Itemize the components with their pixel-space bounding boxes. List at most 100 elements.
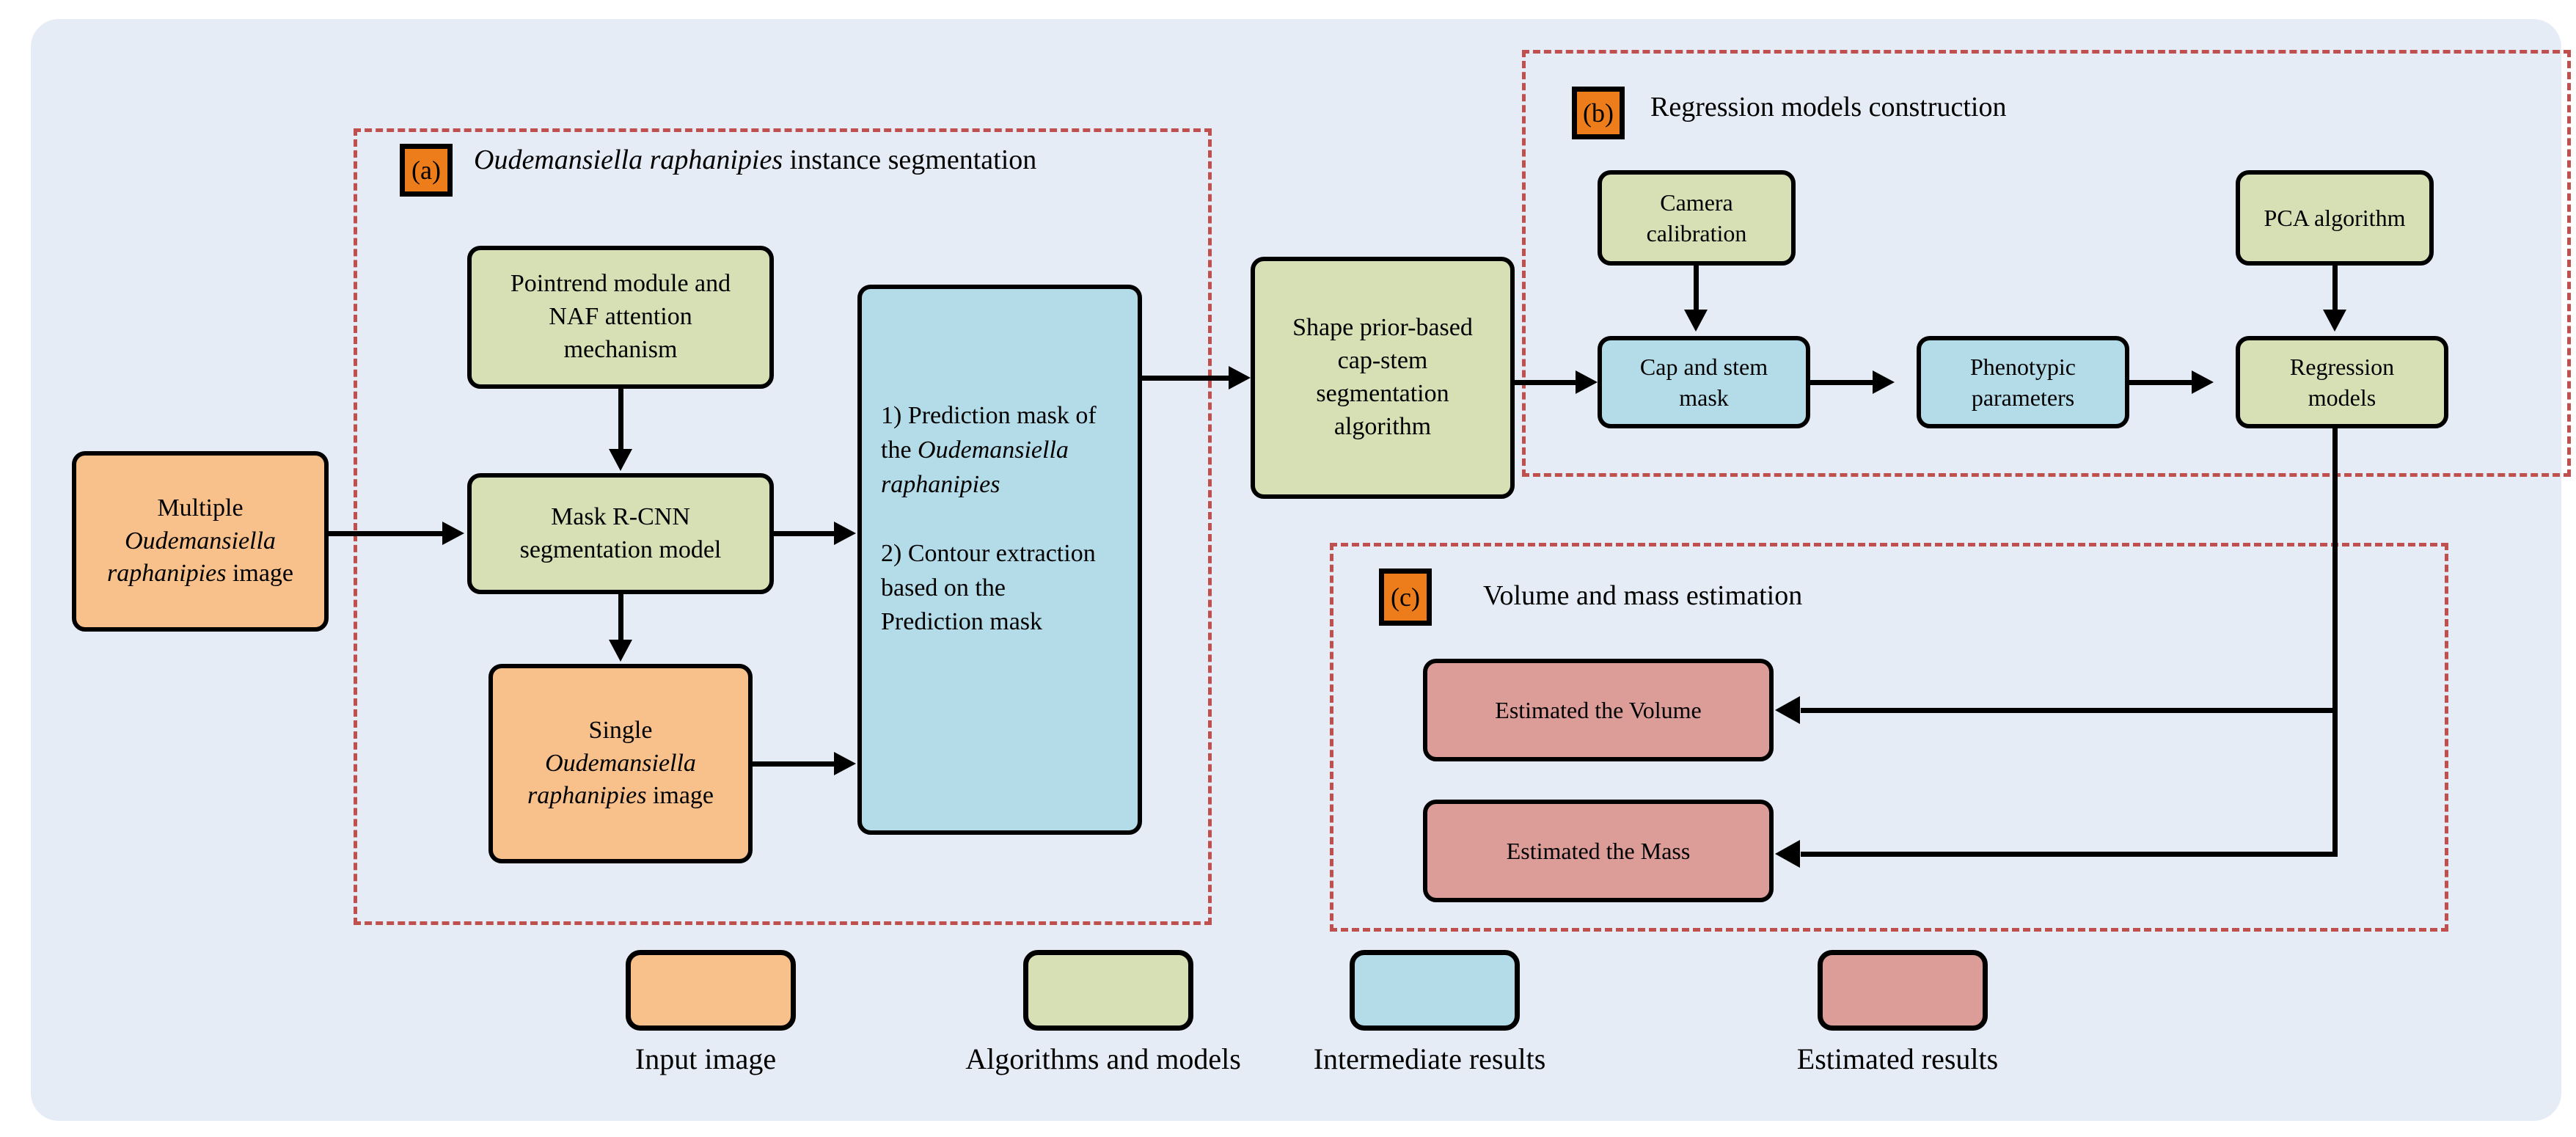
node-pca-algorithm[interactable]: PCA algorithm <box>2236 170 2434 266</box>
shape-prior-line2: cap-stem <box>1337 347 1428 375</box>
arrowhead-capstem-to-phenotypic <box>1873 370 1895 394</box>
panel-b-dashed-box <box>1522 50 2571 477</box>
arrowhead-trunk-to-mass <box>1775 840 1800 868</box>
node-regression-models[interactable]: Regression models <box>2236 336 2448 428</box>
legend-swatch-estimated-results <box>1818 950 1988 1031</box>
connector-capstem-to-phenotypic <box>1810 380 1873 385</box>
connector-shapeprior-to-capstem <box>1515 380 1576 385</box>
node-prediction-results[interactable]: 1) Prediction mask of the Oudemansiella … <box>857 285 1142 835</box>
arrowhead-maskrcnn-to-single <box>609 640 632 662</box>
arrowhead-multiple-to-maskrcnn <box>442 522 464 545</box>
node-multiple-image-line3: raphanipies <box>106 560 227 588</box>
phenotypic-parameters-line1: Phenotypic <box>1970 353 2076 380</box>
connector-maskrcnn-to-prediction <box>774 531 834 536</box>
node-single-image-line2: Oudemansiella <box>545 749 696 777</box>
figure-background <box>31 19 2561 1121</box>
connector-trunk-to-mass <box>1801 852 2336 857</box>
node-shape-prior-segmentation[interactable]: Shape prior-based cap-stem segmentation … <box>1251 257 1515 499</box>
estimated-mass-label: Estimated the Mass <box>1506 837 1691 864</box>
node-multiple-image-line3-tail: image <box>226 560 294 588</box>
panel-c-title-text: Volume and mass estimation <box>1483 580 1803 611</box>
pca-algorithm-line1: PCA algorithm <box>2264 204 2406 231</box>
node-cap-stem-mask[interactable]: Cap and stem mask <box>1598 336 1810 428</box>
prediction-item2-line1: 2) Contour extraction <box>881 539 1096 567</box>
legend-swatch-intermediate-results <box>1350 950 1520 1031</box>
arrowhead-shapeprior-to-capstem <box>1576 370 1598 394</box>
legend-label-input-image: Input image <box>634 1042 777 1075</box>
connector-camera-to-capstem <box>1694 266 1699 311</box>
panel-c-tag-label: (c) <box>1391 582 1420 612</box>
shape-prior-line3: segmentation <box>1316 380 1449 407</box>
node-estimated-volume[interactable]: Estimated the Volume <box>1423 659 1774 761</box>
cap-stem-mask-line2: mask <box>1679 384 1729 411</box>
node-single-image-line1: Single <box>588 716 653 744</box>
panel-a-tag: (a) <box>400 144 453 197</box>
prediction-item2-line3: Prediction mask <box>881 608 1043 636</box>
panel-b-title: Regression models construction <box>1650 91 2006 123</box>
camera-calibration-line2: calibration <box>1646 220 1747 246</box>
node-estimated-mass[interactable]: Estimated the Mass <box>1423 800 1774 902</box>
prediction-item2-line2: based on the <box>881 574 1006 602</box>
node-mask-rcnn-line1: Mask R-CNN <box>551 502 690 530</box>
legend-label-intermediate-results: Intermediate results <box>1313 1042 1546 1075</box>
panel-c-title: Volume and mass estimation <box>1483 580 1802 612</box>
node-phenotypic-parameters[interactable]: Phenotypic parameters <box>1917 336 2129 428</box>
shape-prior-line4: algorithm <box>1333 412 1432 440</box>
panel-a-title-italic: Oudemansiella raphanipies <box>474 145 783 175</box>
arrowhead-prediction-to-shapeprior <box>1229 366 1251 390</box>
node-pointrend-naf[interactable]: Pointrend module and NAF attention mecha… <box>467 246 774 389</box>
node-pointrend-line3: mechanism <box>563 335 678 363</box>
phenotypic-parameters-line2: parameters <box>1971 384 2075 411</box>
connector-single-to-prediction <box>753 761 834 767</box>
node-mask-rcnn[interactable]: Mask R-CNN segmentation model <box>467 473 774 594</box>
panel-b-tag-label: (b) <box>1583 98 1614 128</box>
connector-trunk-to-volume <box>1801 708 2336 713</box>
arrowhead-camera-to-capstem <box>1684 310 1708 332</box>
camera-calibration-line1: Camera <box>1660 189 1733 216</box>
node-multiple-image-line2: Oudemansiella <box>125 527 276 555</box>
legend-label-algorithms-and-models: Algorithms and models <box>965 1042 1241 1075</box>
node-pointrend-line2: NAF attention <box>549 303 692 331</box>
prediction-item1-italic: Oudemansiella <box>918 436 1069 464</box>
connector-pca-to-regression <box>2332 266 2338 311</box>
panel-a-title: Oudemansiella raphanipies instance segme… <box>474 144 1036 176</box>
node-single-image[interactable]: Single Oudemansiella raphanipies image <box>489 664 753 863</box>
arrowhead-phenotypic-to-regression <box>2192 370 2214 394</box>
panel-a-title-suffix: instance segmentation <box>783 145 1037 175</box>
panel-a-dashed-box <box>354 128 1212 925</box>
legend-label-estimated-results: Estimated results <box>1796 1042 1999 1075</box>
arrowhead-maskrcnn-to-prediction <box>834 522 856 545</box>
estimated-volume-label: Estimated the Volume <box>1495 696 1702 723</box>
node-multiple-image-line1: Multiple <box>157 494 244 522</box>
panel-b-title-text: Regression models construction <box>1650 92 2007 123</box>
arrowhead-trunk-to-volume <box>1775 696 1800 724</box>
shape-prior-line1: Shape prior-based <box>1292 314 1473 342</box>
panel-a-tag-label: (a) <box>411 156 441 185</box>
prediction-item1-italic2: raphanipies <box>881 470 1000 498</box>
arrowhead-pointrend-to-maskrcnn <box>609 449 632 471</box>
connector-maskrcnn-to-single <box>618 594 623 642</box>
prediction-item1-mid: the <box>881 436 918 464</box>
panel-c-dashed-box <box>1330 543 2448 932</box>
node-multiple-image[interactable]: Multiple Oudemansiella raphanipies image <box>72 451 329 632</box>
arrowhead-single-to-prediction <box>834 752 856 775</box>
legend-swatch-input-image <box>626 950 796 1031</box>
node-single-image-line3: raphanipies <box>527 782 647 810</box>
connector-prediction-to-shapeprior <box>1142 376 1229 381</box>
connector-phenotypic-to-regression <box>2129 380 2192 385</box>
panel-c-tag: (c) <box>1379 568 1432 626</box>
prediction-item1-head: 1) Prediction mask of <box>881 402 1097 429</box>
node-pointrend-line1: Pointrend module and <box>510 270 731 298</box>
panel-b-tag: (b) <box>1572 87 1625 139</box>
legend-swatch-algorithms-and-models <box>1023 950 1193 1031</box>
connector-multiple-to-maskrcnn <box>329 531 442 536</box>
cap-stem-mask-line1: Cap and stem <box>1639 353 1768 380</box>
connector-regression-trunk <box>2332 428 2338 857</box>
regression-models-line1: Regression <box>2289 353 2395 380</box>
node-mask-rcnn-line2: segmentation model <box>519 535 722 563</box>
arrowhead-pca-to-regression <box>2323 310 2346 332</box>
node-camera-calibration[interactable]: Camera calibration <box>1598 170 1796 266</box>
node-single-image-line3-tail: image <box>646 782 714 810</box>
connector-pointrend-to-maskrcnn <box>618 389 623 451</box>
